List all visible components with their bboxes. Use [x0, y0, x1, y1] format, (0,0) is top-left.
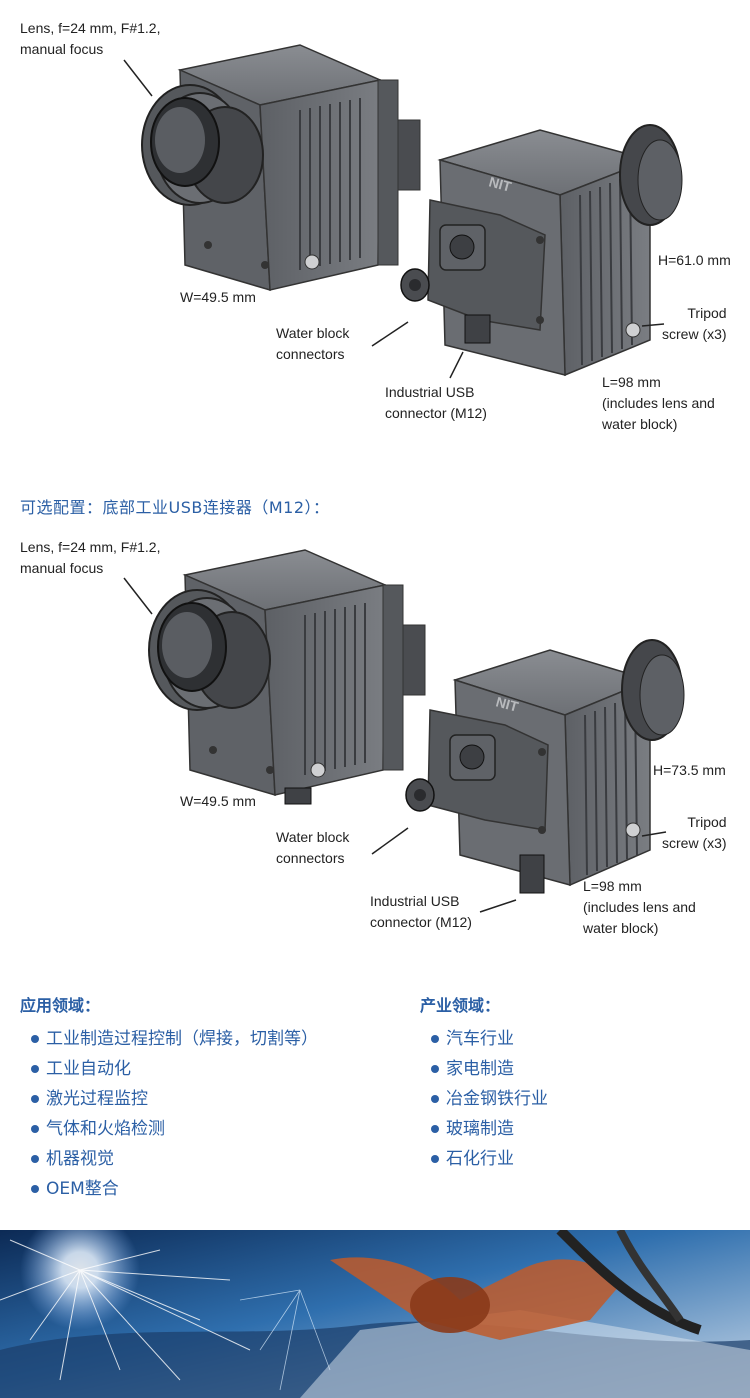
- length-label-2: L=98 mm (includes lens and water block): [583, 878, 696, 936]
- bullet-icon: [431, 1095, 439, 1103]
- applications-list: 工业制造过程控制（焊接，切割等） 工业自动化 激光过程监控 气体和火焰检测 机器…: [20, 1024, 318, 1204]
- width-label-1: W=49.5 mm: [180, 289, 256, 305]
- welding-photo: [0, 1230, 750, 1398]
- list-item: 玻璃制造: [420, 1114, 548, 1144]
- list-item: 激光过程监控: [20, 1084, 318, 1114]
- welding-robot-banner: [0, 1230, 750, 1398]
- list-item: 汽车行业: [420, 1024, 548, 1054]
- applications-title: 应用领域：: [20, 996, 101, 1015]
- industries-list: 汽车行业 家电制造 冶金钢铁行业 玻璃制造 石化行业: [420, 1024, 548, 1174]
- tripod-label-2: Tripod screw (x3): [662, 814, 727, 851]
- bullet-icon: [31, 1035, 39, 1043]
- usb-label-1: Industrial USB connector (M12): [385, 384, 487, 421]
- list-item: 工业制造过程控制（焊接，切割等）: [20, 1024, 318, 1054]
- industries-section: 产业领域： 汽车行业 家电制造 冶金钢铁行业 玻璃制造 石化行业: [420, 992, 548, 1174]
- width-label-2: W=49.5 mm: [180, 793, 256, 809]
- height-label-1: H=61.0 mm: [658, 252, 731, 268]
- camera-front-view-2: [148, 549, 426, 805]
- bullet-icon: [31, 1155, 39, 1163]
- bullet-icon: [31, 1065, 39, 1073]
- bullet-icon: [31, 1185, 39, 1193]
- bullet-icon: [31, 1095, 39, 1103]
- optional-config-caption: 可选配置：底部工业USB连接器（M12）：: [20, 498, 330, 517]
- bullet-icon: [31, 1125, 39, 1133]
- bullet-icon: [431, 1035, 439, 1043]
- industries-title: 产业领域：: [420, 996, 501, 1015]
- camera-illustration-2: NIT: [123, 549, 685, 913]
- camera-figure-top: NIT Lens, f=24 mm, F#1.2, manual focus W…: [0, 0, 750, 470]
- length-label-1: L=98 mm (includes lens and water block): [602, 374, 715, 432]
- camera-logo-2: NIT: [494, 693, 520, 714]
- bullet-icon: [431, 1065, 439, 1073]
- list-item: 家电制造: [420, 1054, 548, 1084]
- tripod-label-1: Tripod screw (x3): [662, 305, 727, 342]
- water-block-label-1: Water block connectors: [276, 325, 350, 362]
- bullet-icon: [431, 1125, 439, 1133]
- list-item: OEM整合: [20, 1174, 318, 1204]
- camera-rear-view-2: NIT: [405, 639, 685, 894]
- camera-logo-1: NIT: [487, 173, 513, 194]
- list-item: 冶金钢铁行业: [420, 1084, 548, 1114]
- lens-label-1: Lens, f=24 mm, F#1.2, manual focus: [20, 20, 161, 57]
- camera-rear-view: NIT: [400, 124, 683, 377]
- bullet-icon: [431, 1155, 439, 1163]
- applications-section: 应用领域： 工业制造过程控制（焊接，切割等） 工业自动化 激光过程监控 气体和火…: [20, 992, 318, 1204]
- water-block-label-2: Water block connectors: [276, 829, 350, 866]
- height-label-2: H=73.5 mm: [653, 762, 726, 778]
- camera-front-view: [141, 44, 421, 292]
- list-item: 气体和火焰检测: [20, 1114, 318, 1144]
- list-item: 石化行业: [420, 1144, 548, 1174]
- list-item: 机器视觉: [20, 1144, 318, 1174]
- camera-illustration-1: NIT: [123, 44, 683, 379]
- lens-label-2: Lens, f=24 mm, F#1.2, manual focus: [20, 539, 161, 576]
- list-item: 工业自动化: [20, 1054, 318, 1084]
- usb-label-2: Industrial USB connector (M12): [370, 893, 472, 930]
- camera-figure-bottom: NIT Lens, f=24 mm, F#1.2, manual focus W…: [0, 520, 750, 960]
